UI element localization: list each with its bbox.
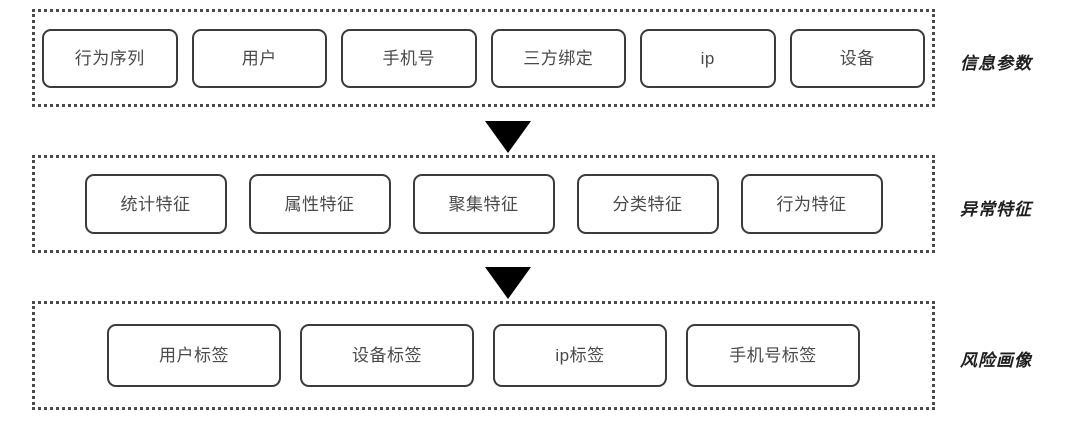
node-device-tag[interactable]: 设备标签 xyxy=(300,324,474,387)
node-label: 行为特征 xyxy=(776,194,847,214)
node-label: 分类特征 xyxy=(612,194,683,214)
node-label: 属性特征 xyxy=(284,194,355,214)
node-user-tag[interactable]: 用户标签 xyxy=(107,324,281,387)
triangle-down-icon xyxy=(485,121,531,153)
node-label: 手机号 xyxy=(382,48,435,68)
node-phone-number-tag[interactable]: 手机号标签 xyxy=(686,324,860,387)
node-label: 设备 xyxy=(839,48,875,68)
node-statistical-feature[interactable]: 统计特征 xyxy=(84,174,227,234)
node-ip-tag[interactable]: ip标签 xyxy=(493,324,667,387)
node-label: 用户 xyxy=(241,48,277,68)
node-label: ip标签 xyxy=(555,346,605,365)
node-behavior-sequence[interactable]: 行为序列 xyxy=(42,28,178,88)
tier-label-information-parameters: 信息参数 xyxy=(960,54,1032,73)
tier-node-row: 统计特征 属性特征 聚集特征 分类特征 行为特征 xyxy=(35,158,932,250)
node-label: ip xyxy=(700,48,715,68)
node-third-party-binding[interactable]: 三方绑定 xyxy=(490,28,626,88)
node-label: 行为序列 xyxy=(74,48,145,68)
node-label: 三方绑定 xyxy=(523,48,594,68)
tier-group-risk-profile: 用户标签 设备标签 ip标签 手机号标签 xyxy=(32,301,935,410)
node-label: 手机号标签 xyxy=(729,346,817,365)
node-label: 聚集特征 xyxy=(448,194,519,214)
tier-group-information-parameters: 行为序列 用户 手机号 三方绑定 ip 设备 xyxy=(32,9,935,107)
triangle-down-icon xyxy=(485,267,531,299)
node-behavior-feature[interactable]: 行为特征 xyxy=(740,174,883,234)
node-label: 用户标签 xyxy=(159,346,229,365)
node-user[interactable]: 用户 xyxy=(191,28,327,88)
node-attribute-feature[interactable]: 属性特征 xyxy=(248,174,391,234)
node-ip[interactable]: ip xyxy=(640,28,776,88)
tier-node-row: 用户标签 设备标签 ip标签 手机号标签 xyxy=(35,304,932,407)
tier-label-risk-profile: 风险画像 xyxy=(960,351,1032,370)
node-label: 统计特征 xyxy=(120,194,191,214)
node-clustering-feature[interactable]: 聚集特征 xyxy=(412,174,555,234)
node-phone-number[interactable]: 手机号 xyxy=(341,28,477,88)
node-device[interactable]: 设备 xyxy=(789,28,925,88)
tier-label-abnormal-features: 异常特征 xyxy=(960,200,1032,219)
node-label: 设备标签 xyxy=(352,346,422,365)
node-classification-feature[interactable]: 分类特征 xyxy=(576,174,719,234)
tier-group-abnormal-features: 统计特征 属性特征 聚集特征 分类特征 行为特征 xyxy=(32,155,935,253)
tier-node-row: 行为序列 用户 手机号 三方绑定 ip 设备 xyxy=(35,12,932,104)
